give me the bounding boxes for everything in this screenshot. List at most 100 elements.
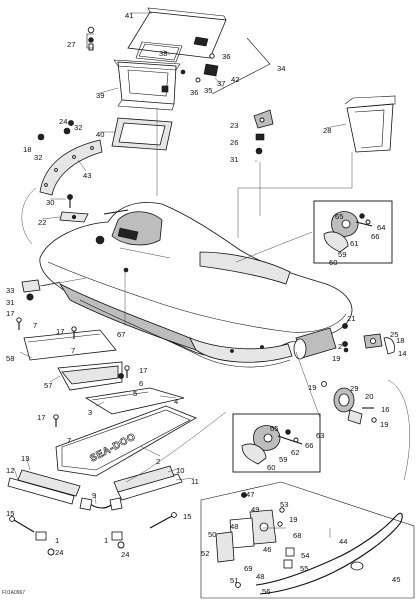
callout-number: 50	[208, 530, 216, 539]
watercraft-hull	[39, 202, 353, 368]
callout-number: 11	[191, 477, 199, 486]
callout-number: 13	[21, 454, 29, 463]
callout-number: 39	[96, 91, 104, 100]
callout-number: 63	[316, 431, 324, 440]
callout-number: 36	[222, 52, 230, 61]
callout-number: 67	[117, 330, 125, 339]
callout-number: 24	[59, 117, 67, 126]
callout-number: 19	[332, 354, 340, 363]
callout-number: 38	[159, 49, 167, 58]
callout-number: 66	[305, 441, 313, 450]
callout-number: 66	[371, 232, 379, 241]
callout-number: 17	[56, 327, 64, 336]
callout-number: 24	[55, 548, 63, 557]
callout-number: 48	[256, 572, 264, 581]
side-rails	[7, 465, 183, 505]
callout-number: 1	[55, 536, 59, 545]
callout-number: 54	[301, 551, 309, 560]
callout-number: 4	[174, 397, 178, 406]
callout-number: 25	[390, 330, 398, 339]
callout-number: 30	[46, 198, 54, 207]
bottom-screws	[9, 512, 177, 556]
callout-number: 52	[201, 549, 209, 558]
callout-number: 57	[44, 381, 52, 390]
callout-number: 49	[251, 505, 259, 514]
handle-bracket	[59, 194, 89, 223]
callout-number: 16	[381, 405, 389, 414]
callout-number: 56	[262, 587, 270, 596]
callout-number: 42	[231, 75, 239, 84]
callout-number: 7	[67, 436, 71, 445]
callout-number: 28	[323, 126, 331, 135]
callout-number: 7	[33, 321, 37, 330]
callout-number: 59	[279, 455, 287, 464]
side-hardware	[21, 279, 61, 301]
callout-number: 15	[183, 512, 191, 521]
callout-number: 1	[104, 536, 108, 545]
callout-number: 7	[71, 346, 75, 355]
callout-number: 9	[92, 491, 96, 500]
callout-number: 23	[230, 121, 238, 130]
callout-number: 17	[37, 413, 45, 422]
stock-number: F01A0967	[2, 590, 26, 596]
callout-number: 22	[38, 218, 46, 227]
callout-number: 65	[335, 212, 343, 221]
right-hardware	[321, 323, 395, 425]
hull-panels	[23, 329, 185, 415]
callout-number: 60	[329, 258, 337, 267]
callout-number: 19	[289, 515, 297, 524]
callout-number: 18	[396, 336, 404, 345]
callout-number: 47	[246, 490, 254, 499]
callout-number: 45	[392, 575, 400, 584]
callout-number: 34	[277, 64, 285, 73]
detail-inset-top	[313, 200, 393, 264]
callout-number: 19	[380, 420, 388, 429]
callout-number: 21	[347, 314, 355, 323]
callout-number: 55	[300, 564, 308, 573]
callout-number: 36	[190, 88, 198, 97]
callout-number: 68	[293, 531, 301, 540]
callout-number: 24	[121, 550, 129, 559]
callout-number: 51	[230, 576, 238, 585]
callout-number: 2	[338, 342, 342, 351]
callout-number: 46	[263, 545, 271, 554]
callout-number: 33	[6, 286, 14, 295]
callout-number: 37	[217, 79, 225, 88]
callout-number: 17	[6, 309, 14, 318]
fasteners	[16, 317, 130, 427]
callout-number: 10	[176, 466, 184, 475]
callout-number: 17	[139, 366, 147, 375]
callout-number: 12	[6, 466, 14, 475]
callout-number: 48	[230, 522, 238, 531]
callout-number: 43	[83, 171, 91, 180]
retainer-hardware	[253, 109, 274, 155]
flap-panel: SEA-DOO	[55, 405, 197, 477]
callout-number: 26	[230, 138, 238, 147]
detail-inset-bottom	[232, 413, 321, 473]
leader-lines	[13, 12, 410, 538]
callout-number: 41	[125, 11, 133, 20]
callout-number: 5	[133, 389, 137, 398]
callout-number: 31	[230, 155, 238, 164]
callout-number: 14	[398, 349, 406, 358]
callout-number: 62	[291, 448, 299, 457]
callout-number: 19	[308, 383, 316, 392]
callout-number: 64	[377, 223, 385, 232]
callout-number: 60	[267, 463, 275, 472]
callout-number: 59	[338, 250, 346, 259]
boarding-step-group	[200, 481, 415, 599]
callout-number: 31	[6, 298, 14, 307]
callout-number: 61	[350, 239, 358, 248]
callout-number: 53	[280, 500, 288, 509]
callout-number: 35	[204, 86, 212, 95]
callout-number: 6	[139, 379, 143, 388]
callout-number: 15	[6, 509, 14, 518]
callout-number: 44	[339, 537, 347, 546]
callout-number: 18	[23, 145, 31, 154]
callout-number: 32	[74, 123, 82, 132]
callout-number: 3	[88, 408, 92, 417]
callout-number: 58	[6, 354, 14, 363]
storage-liner	[344, 95, 396, 153]
